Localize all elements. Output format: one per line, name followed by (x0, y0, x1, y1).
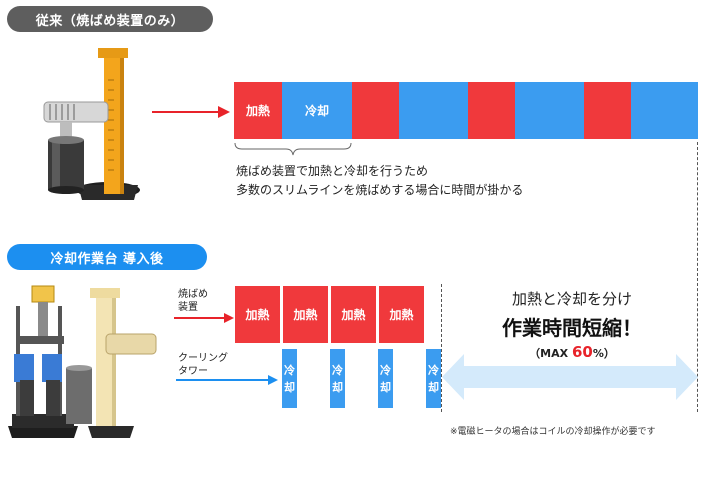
time-saved-arrow (442, 354, 698, 400)
before-heat-segment-1: 加熱 (234, 82, 282, 139)
cool-char-2: 却 (332, 380, 343, 394)
footnote: ※電磁ヒータの場合はコイルの冷却操作が必要です (450, 427, 656, 437)
after-heat-block-3: 加熱 (331, 286, 376, 343)
cooling-station-illustration (8, 285, 157, 438)
cool-char-2: 却 (284, 380, 295, 394)
before-heat-segment-4 (584, 82, 631, 139)
heater-label-line1: 焼ばめ (178, 289, 208, 300)
before-cool-segment-2 (399, 82, 468, 139)
benefit-line2: 作業時間短縮！ (502, 316, 642, 340)
after-cool-block-3: 冷 却 (378, 349, 393, 408)
max-suffix: %） (592, 347, 615, 360)
max-reduction: （MAX 60%） (452, 343, 692, 361)
cool-char-1: 冷 (332, 363, 343, 377)
cool-char-1: 冷 (284, 363, 295, 377)
after-heat-block-1: 加熱 (235, 286, 280, 343)
max-prefix: （MAX (529, 347, 572, 360)
cycle-brace (234, 142, 352, 156)
after-cool-block-4: 冷 却 (426, 349, 441, 408)
before-caption-line1: 焼ばめ装置で加熱と冷却を行うため (236, 164, 429, 178)
after-heat-block-2: 加熱 (283, 286, 328, 343)
before-caption-line2: 多数のスリムラインを焼ばめする場合に時間が掛かる (236, 183, 524, 197)
before-end-line (697, 142, 698, 412)
cool-char-1: 冷 (428, 363, 439, 377)
cool-char-2: 却 (380, 380, 391, 394)
shrink-fit-machine-illustration (43, 48, 140, 200)
before-arrow (152, 106, 230, 118)
after-heat-block-4: 加熱 (379, 286, 424, 343)
benefit-line1: 加熱と冷却を分け (511, 290, 632, 308)
cool-char-2: 却 (428, 380, 439, 394)
heater-label-line2: 装置 (178, 302, 198, 313)
cooling-tower-label-line2: タワー (178, 366, 208, 377)
before-heat-segment-2 (352, 82, 399, 139)
after-section-title: 冷却作業台 導入後 (7, 244, 207, 270)
before-section-title: 従来（焼ばめ装置のみ） (7, 6, 213, 32)
after-end-line (441, 284, 442, 412)
after-cool-block-2: 冷 却 (330, 349, 345, 408)
max-value: 60 (571, 343, 593, 361)
cooling-tower-arrow (176, 375, 278, 385)
heater-label: 焼ばめ 装置 (178, 288, 208, 314)
cooling-tower-label-line1: クーリング (178, 353, 228, 364)
cool-char-1: 冷 (380, 363, 391, 377)
after-cool-block-1: 冷 却 (282, 349, 297, 408)
before-caption: 焼ばめ装置で加熱と冷却を行うため 多数のスリムラインを焼ばめする場合に時間が掛か… (236, 162, 676, 200)
before-cool-segment-4 (631, 82, 698, 139)
before-cool-segment-3 (515, 82, 584, 139)
heater-arrow (174, 313, 234, 323)
before-heat-segment-3 (468, 82, 515, 139)
cooling-tower-label: クーリング タワー (178, 352, 228, 378)
before-cool-segment-1: 冷却 (282, 82, 352, 139)
